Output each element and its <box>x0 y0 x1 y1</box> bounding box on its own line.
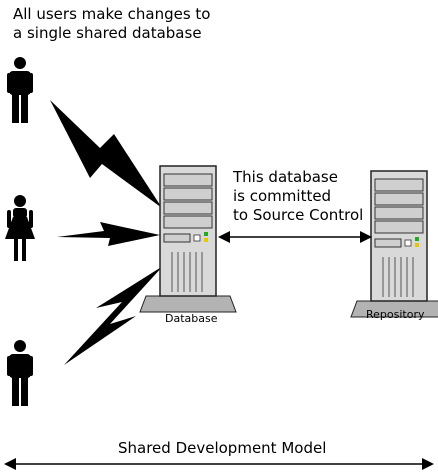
headline-line-2: a single shared database <box>13 24 202 42</box>
commit-note-line-3: to Source Control <box>233 206 364 224</box>
lightning-bolt-middle <box>57 222 160 246</box>
commit-note-line-2: is committed <box>233 187 332 205</box>
headline-line-1: All users make changes to <box>13 5 211 23</box>
model-span-arrow <box>4 458 434 470</box>
database-server-icon <box>139 165 237 313</box>
user-3-icon <box>7 340 33 406</box>
database-label: Database <box>165 312 218 325</box>
lightning-bolt-top <box>50 100 162 208</box>
user-2-icon <box>5 195 35 261</box>
user-1-icon <box>7 57 33 123</box>
model-label: Shared Development Model <box>118 439 327 457</box>
headline-text: All users make changes to a single share… <box>13 5 210 43</box>
repository-label: Repository <box>366 308 425 321</box>
commit-arrow <box>218 231 372 243</box>
commit-note: This database is committed to Source Con… <box>233 168 363 225</box>
commit-note-line-1: This database <box>233 168 338 186</box>
lightning-bolt-bottom <box>64 266 163 365</box>
repository-server-icon <box>350 170 438 318</box>
